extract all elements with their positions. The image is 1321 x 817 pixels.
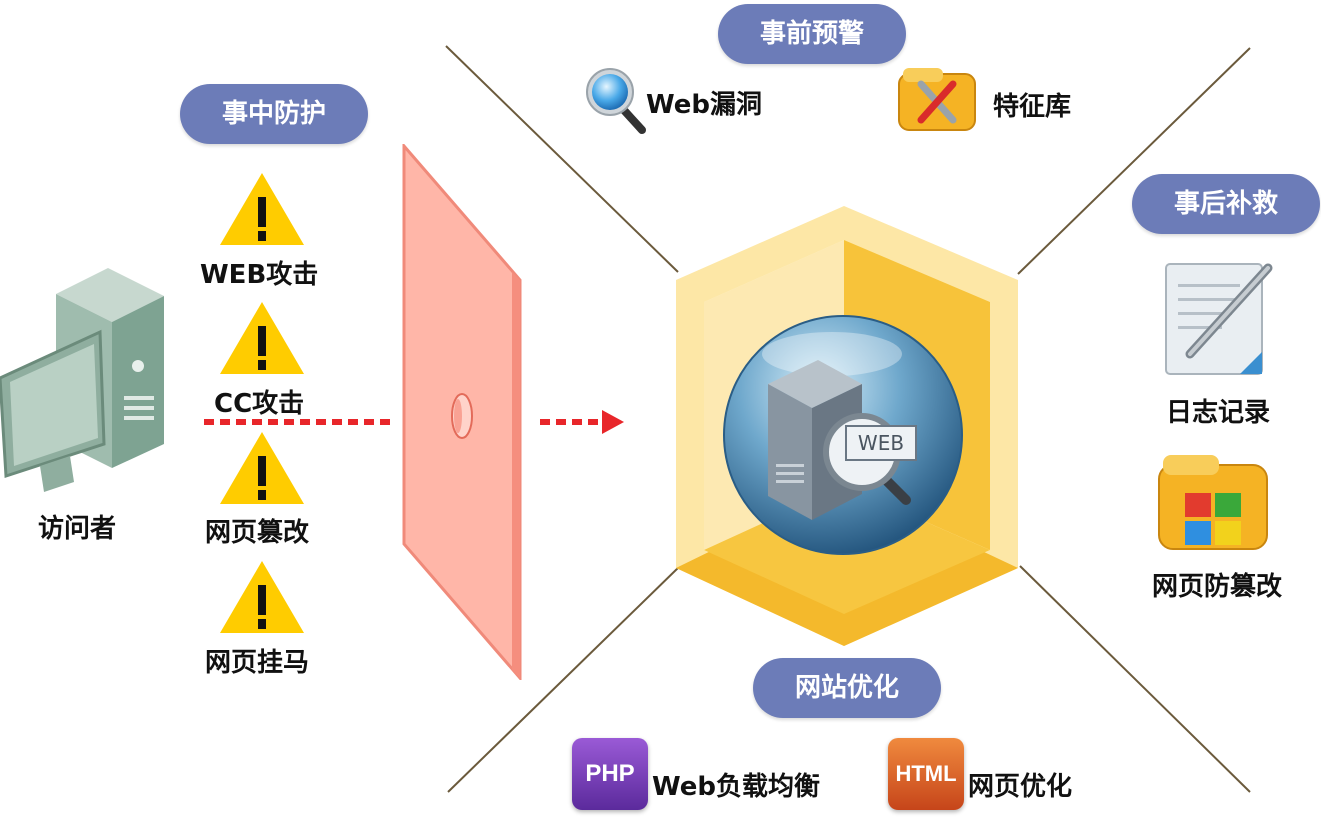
attack-path	[204, 410, 624, 434]
signature-db-label: 特征库	[993, 92, 1072, 122]
folder-apps-icon	[1157, 451, 1269, 551]
threat-label: WEB攻击	[200, 260, 319, 290]
threat-label: CC攻击	[214, 389, 305, 419]
warning-icon	[218, 430, 306, 506]
firewall-shield	[400, 144, 526, 680]
html-badge-text: HTML	[895, 761, 957, 786]
php-badge-text: PHP	[585, 760, 635, 787]
warning-icon	[218, 300, 306, 376]
web-vulnerability-label: Web漏洞	[646, 90, 762, 120]
log-record-label: 日志记录	[1166, 398, 1271, 428]
web-server-globe: WEB	[722, 314, 964, 556]
html-badge-icon: HTML	[888, 738, 964, 810]
site-optimization-badge: 网站优化	[753, 658, 941, 718]
pre-warning-badge: 事前预警	[718, 4, 906, 64]
threat-label: 网页挂马	[205, 648, 310, 678]
toolbox-icon	[897, 64, 977, 132]
in-protection-badge: 事中防护	[180, 84, 368, 144]
warning-icon	[218, 171, 306, 247]
threat-label: 网页篡改	[205, 518, 310, 548]
post-remedy-badge: 事后补救	[1132, 174, 1320, 234]
warning-icon	[218, 559, 306, 635]
visitor-label: 访问者	[38, 514, 117, 544]
page-optimization-label: 网页优化	[968, 772, 1073, 802]
load-balance-label: Web负载均衡	[652, 772, 820, 802]
computer-icon	[0, 268, 168, 500]
web-badge: WEB	[858, 431, 904, 455]
php-badge-icon: PHP	[572, 738, 648, 810]
magnifier-icon	[584, 66, 646, 136]
document-pen-icon	[1160, 258, 1278, 380]
anti-tamper-label: 网页防篡改	[1152, 572, 1283, 602]
